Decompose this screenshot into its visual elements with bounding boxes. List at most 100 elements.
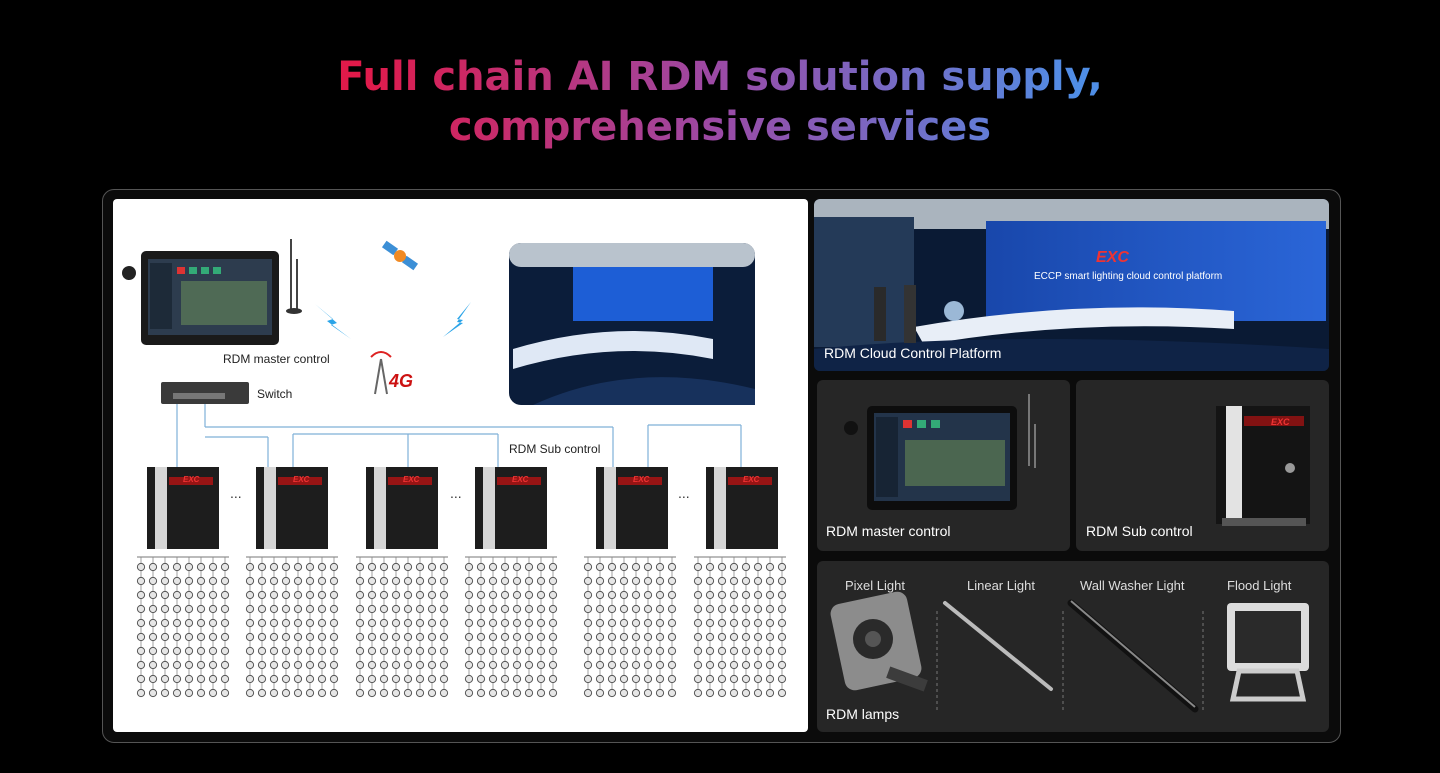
pixel-lamp-node [488, 688, 498, 698]
linear-light-icon [943, 601, 1053, 691]
pixel-lamp-node [439, 590, 449, 600]
pixel-lamp-node [293, 604, 303, 614]
pixel-lamp-node [293, 576, 303, 586]
pixel-lamp-node [281, 562, 291, 572]
pixel-lamp-node [427, 604, 437, 614]
cloud-screen-text: ECCP smart lighting cloud control platfo… [1034, 271, 1223, 282]
pixel-lamp-node [427, 646, 437, 656]
pixel-lamp-node [643, 604, 653, 614]
pixel-lamp-node [705, 604, 715, 614]
pixel-lamp-node [184, 562, 194, 572]
cabinet-brand-mark: EXC [512, 475, 529, 484]
pixel-lamp-node [172, 660, 182, 670]
pixel-lamp-node [524, 646, 534, 656]
pixel-lamp-node [160, 674, 170, 684]
pixel-lamp-node [305, 576, 315, 586]
pixel-lamp-node [367, 660, 377, 670]
pixel-lamp-node [172, 632, 182, 642]
pixel-lamp-node [524, 590, 534, 600]
pixel-lamp-node [667, 646, 677, 656]
pixel-lamp-node [705, 576, 715, 586]
pixel-lamp-node [631, 562, 641, 572]
pixel-lamp-node [269, 576, 279, 586]
pixel-lamp-node [439, 604, 449, 614]
pixel-lamp-node [367, 618, 377, 628]
pixel-lamp-node [655, 590, 665, 600]
pixel-lamp-node [208, 562, 218, 572]
pixel-lamp-node [765, 618, 775, 628]
cabinet-brand-mark: EXC [403, 475, 420, 484]
pixel-lamp-node [753, 618, 763, 628]
pixel-lamp-node [631, 674, 641, 684]
pixel-lamp-node [595, 604, 605, 614]
pixel-lamp-node [293, 660, 303, 670]
pixel-lamp-node [208, 646, 218, 656]
pixel-lamp-node [379, 618, 389, 628]
pixel-lamp-node [305, 590, 315, 600]
pixel-lamp-node [367, 590, 377, 600]
network-badge-4g: 4G [389, 371, 414, 391]
pixel-lamp-node [439, 618, 449, 628]
pixel-lamp-node [643, 674, 653, 684]
pixel-lamp-node [257, 604, 267, 614]
pixel-lamp-node [631, 576, 641, 586]
pixel-lamp-node [184, 604, 194, 614]
pixel-lamp-node [667, 618, 677, 628]
pixel-lamp-node [317, 576, 327, 586]
pixel-lamp-node [729, 590, 739, 600]
cell-tower-icon [370, 351, 392, 395]
pixel-lamp-node [439, 632, 449, 642]
pixel-lamp-node [595, 562, 605, 572]
pixel-lamp-node [512, 618, 522, 628]
cabinet-brand-mark: EXC [743, 475, 760, 484]
pixel-lamp-node [257, 688, 267, 698]
pixel-lamp-node [693, 576, 703, 586]
headline-line-1: Full chain AI RDM solution supply, [0, 52, 1440, 102]
pixel-lamp-node [305, 660, 315, 670]
pixel-lamp-node [196, 618, 206, 628]
pixel-lamp-node [391, 632, 401, 642]
cabinet-ellipsis: ... [450, 485, 462, 501]
pixel-lamp-node [172, 576, 182, 586]
pixel-lamp-node [777, 604, 787, 614]
pixel-lamp-node [184, 590, 194, 600]
pixel-lamp-node [500, 646, 510, 656]
pixel-lamp-node [160, 632, 170, 642]
pixel-lamp-node [488, 618, 498, 628]
pixel-lamp-node [196, 660, 206, 670]
pixel-lamp-node [583, 688, 593, 698]
cabinet-ellipsis: ... [230, 485, 242, 501]
pixel-lamp-node [607, 688, 617, 698]
pixel-lamp-node [643, 618, 653, 628]
pixel-lamp-node [184, 646, 194, 656]
pixel-lamp-node [427, 562, 437, 572]
pixel-lamp-node [269, 688, 279, 698]
pixel-lamp-node [391, 674, 401, 684]
network-wiring [176, 404, 742, 467]
pixel-lamp-node [548, 646, 558, 656]
pixel-lamp-node [488, 576, 498, 586]
pixel-lamp-node [607, 674, 617, 684]
pixel-lamp-node [391, 562, 401, 572]
pixel-lamp-node [355, 688, 365, 698]
pixel-lamp-node [729, 618, 739, 628]
pixel-lamp-node [136, 688, 146, 698]
pixel-lamp-node [160, 562, 170, 572]
pixel-lamp-node [536, 632, 546, 642]
pixel-lamp-node [548, 604, 558, 614]
pixel-lamp-node [245, 660, 255, 670]
pixel-lamp-node [595, 674, 605, 684]
pixel-lamp-node [220, 604, 230, 614]
pixel-lamp-node [415, 674, 425, 684]
pixel-lamp-node [196, 632, 206, 642]
pixel-lamp-node [693, 618, 703, 628]
pixel-lamp-node [208, 590, 218, 600]
pixel-lamp-node [631, 618, 641, 628]
pixel-lamp-node [741, 562, 751, 572]
pixel-lamp-node [548, 688, 558, 698]
switch-caption: Switch [257, 387, 293, 401]
pixel-lamp-node [317, 674, 327, 684]
pixel-lamp-node [464, 604, 474, 614]
pixel-lamp-node [367, 576, 377, 586]
pixel-lamp-node [439, 562, 449, 572]
